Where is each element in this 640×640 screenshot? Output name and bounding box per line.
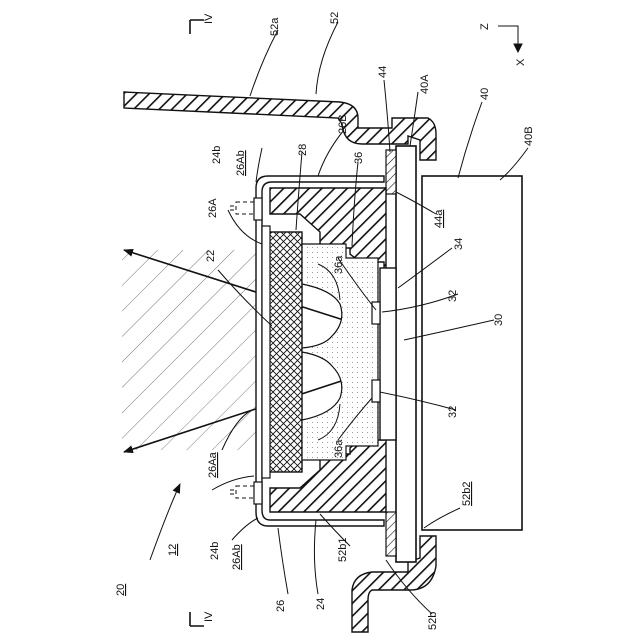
substrate-30 — [380, 268, 396, 440]
label-26Ab-bottom: 26Ab — [231, 544, 243, 570]
label-24b-bottom: 24b — [209, 542, 221, 560]
label-36a-top: 36a — [333, 255, 345, 274]
label-26Ab-top: 26Ab — [235, 150, 247, 176]
label-26B: 26B — [337, 114, 349, 134]
label-52b1: 52b1 — [337, 538, 349, 562]
label-26A: 26A — [207, 198, 219, 218]
plate-40A — [396, 146, 416, 562]
label-26: 26 — [275, 600, 287, 612]
label-axis-x: X — [515, 58, 527, 66]
label-52: 52 — [329, 12, 341, 24]
label-24: 24 — [315, 598, 327, 610]
fastener-24b-bottom — [230, 486, 256, 498]
label-30: 30 — [493, 314, 505, 326]
led-32-bottom — [372, 380, 380, 402]
label-52a: 52a — [269, 17, 281, 36]
label-34: 34 — [453, 238, 465, 250]
label-32-top: 32 — [447, 290, 459, 302]
section-marker-top — [190, 20, 204, 34]
label-axis-z: Z — [479, 23, 491, 30]
label-22: 22 — [205, 250, 217, 262]
label-52b: 52b — [427, 612, 439, 630]
label-iv-bottom: IV — [203, 611, 215, 622]
light-projection-region — [122, 250, 262, 450]
gasket-44-bottom — [386, 512, 396, 556]
label-40: 40 — [479, 88, 491, 100]
label-44a: 44a — [433, 209, 445, 228]
label-36: 36 — [353, 152, 365, 164]
label-40B: 40B — [523, 126, 535, 146]
label-12: 12 — [167, 544, 179, 556]
gasket-44-top — [386, 150, 396, 194]
label-36a-bottom: 36a — [333, 439, 345, 458]
lens-36 — [302, 244, 378, 460]
label-32-bottom: 32 — [447, 406, 459, 418]
label-28: 28 — [297, 144, 309, 156]
label-40A: 40A — [419, 74, 431, 94]
label-20: 20 — [115, 584, 127, 596]
axis-indicator — [498, 26, 518, 46]
fastener-24b-top — [230, 202, 256, 214]
label-24b-top: 24b — [211, 146, 223, 164]
label-52b2: 52b2 — [461, 482, 473, 506]
panel-26A — [262, 226, 270, 478]
diffuser-28 — [268, 232, 302, 472]
led-32-top — [372, 302, 380, 324]
label-iv-top: IV — [203, 13, 215, 24]
label-26Aa: 26Aa — [207, 451, 219, 478]
board-40B — [422, 176, 522, 530]
section-marker-bottom — [190, 612, 204, 626]
label-44: 44 — [377, 66, 389, 78]
